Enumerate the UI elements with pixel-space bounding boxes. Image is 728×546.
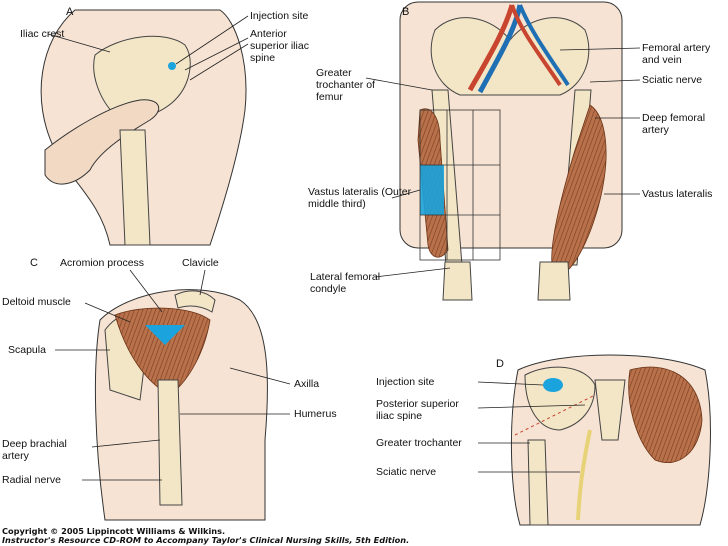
- panel-d-letter: D: [496, 358, 504, 370]
- leader-acromion: [129, 269, 163, 313]
- label-injection-site-a: Injection site: [250, 10, 309, 22]
- vastus-grid: [419, 109, 501, 261]
- label-acromion-process: Acromion process: [60, 257, 145, 269]
- leader-asis-1: [184, 37, 249, 71]
- iliac-bone: [93, 35, 191, 120]
- sacrum-d: [594, 379, 626, 441]
- injection-site-a: [168, 62, 176, 70]
- leader-iliac-crest: [47, 33, 111, 53]
- copyright-line-2: Instructor's Resource CD-ROM to Accompan…: [2, 535, 410, 545]
- femoral-vein: [477, 4, 523, 94]
- panel-c-illustration: [55, 269, 291, 521]
- panel-b-illustration: [365, 1, 641, 301]
- panel-a-letter: A: [66, 6, 74, 18]
- panel-b-letter: B: [402, 6, 410, 18]
- copyright-line-1: Copyright © 2005 Lippincott Williams & W…: [2, 526, 226, 536]
- label-humerus: Humerus: [294, 408, 337, 420]
- label-axilla: Axilla: [294, 378, 320, 390]
- label-radial-nerve: Radial nerve: [2, 474, 61, 486]
- right-vastus-muscle: [551, 104, 607, 276]
- panel-d-illustration: [477, 354, 711, 526]
- copyright-notice: Copyright © 2005 Lippincott Williams & W…: [2, 527, 409, 545]
- label-psis: Posterior superior iliac spine: [376, 398, 459, 422]
- leader-lateral-condyle: [374, 267, 451, 278]
- hand: [44, 99, 160, 185]
- injection-site-d: [543, 378, 563, 392]
- label-deep-brachial-artery: Deep brachial artery: [2, 438, 67, 462]
- label-clavicle: Clavicle: [182, 257, 219, 269]
- leader-deltoid: [84, 302, 131, 323]
- leader-deep-brachial: [91, 439, 161, 448]
- label-injection-site-d: Injection site: [376, 376, 435, 388]
- label-iliac-crest: Iliac crest: [20, 28, 65, 40]
- leader-sciatic-b: [589, 79, 641, 83]
- hip-skin-outline: [40, 9, 247, 246]
- label-scapula: Scapula: [8, 344, 46, 356]
- leader-femoral-av: [559, 47, 641, 51]
- panel-a-illustration: [40, 9, 249, 246]
- clavicle-bone: [174, 290, 216, 313]
- label-deep-femoral-artery: Deep femoral artery: [642, 112, 706, 136]
- deltoid-muscle-shape: [114, 307, 211, 396]
- label-lateral-femoral-condyle: Lateral femoral condyle: [310, 271, 381, 295]
- femur-a: [119, 129, 151, 246]
- knee-b-left: [442, 261, 473, 301]
- label-femoral-artery-vein: Femoral artery and vein: [642, 42, 711, 66]
- leader-asis-2: [189, 43, 249, 81]
- label-vastus-lateralis-right: Vastus lateralis: [642, 188, 713, 200]
- knee-b-right: [537, 261, 571, 301]
- dashed-guide-line: [514, 394, 596, 436]
- label-sciatic-nerve-d: Sciatic nerve: [376, 466, 437, 478]
- label-vastus-lateralis-left: Vastus lateralis (Outer middle third): [308, 186, 412, 210]
- leader-injection-site-a: [175, 15, 249, 65]
- leader-greater-trochanter-b: [365, 77, 433, 91]
- femoral-artery: [467, 4, 515, 92]
- label-greater-trochanter-femur: Greater trochanter of femur: [316, 67, 375, 103]
- pelvis-b: [430, 17, 590, 96]
- right-gluteal-muscle: [628, 366, 703, 463]
- leader-psis: [477, 404, 586, 409]
- leader-axilla: [229, 367, 291, 385]
- femur-d: [527, 439, 549, 526]
- left-ilium-d: [524, 366, 596, 431]
- label-asis: Anterior superior iliac spine: [250, 28, 309, 64]
- label-deltoid-muscle: Deltoid muscle: [2, 296, 71, 308]
- sciatic-nerve-d: [576, 429, 592, 521]
- label-sciatic-nerve-b: Sciatic nerve: [642, 74, 703, 86]
- deltoid-injection-zone: [145, 325, 185, 345]
- vastus-injection-zone: [420, 165, 444, 215]
- label-greater-trochanter-d: Greater trochanter: [376, 437, 462, 449]
- humerus-bone: [157, 379, 183, 506]
- femoral-vein-r: [518, 4, 570, 87]
- leader-vastus-left: [391, 189, 421, 199]
- leader-clavicle: [199, 269, 206, 296]
- femoral-artery-r: [510, 4, 562, 87]
- panel-c-letter: C: [30, 257, 38, 269]
- leader-injection-site-d: [477, 381, 544, 386]
